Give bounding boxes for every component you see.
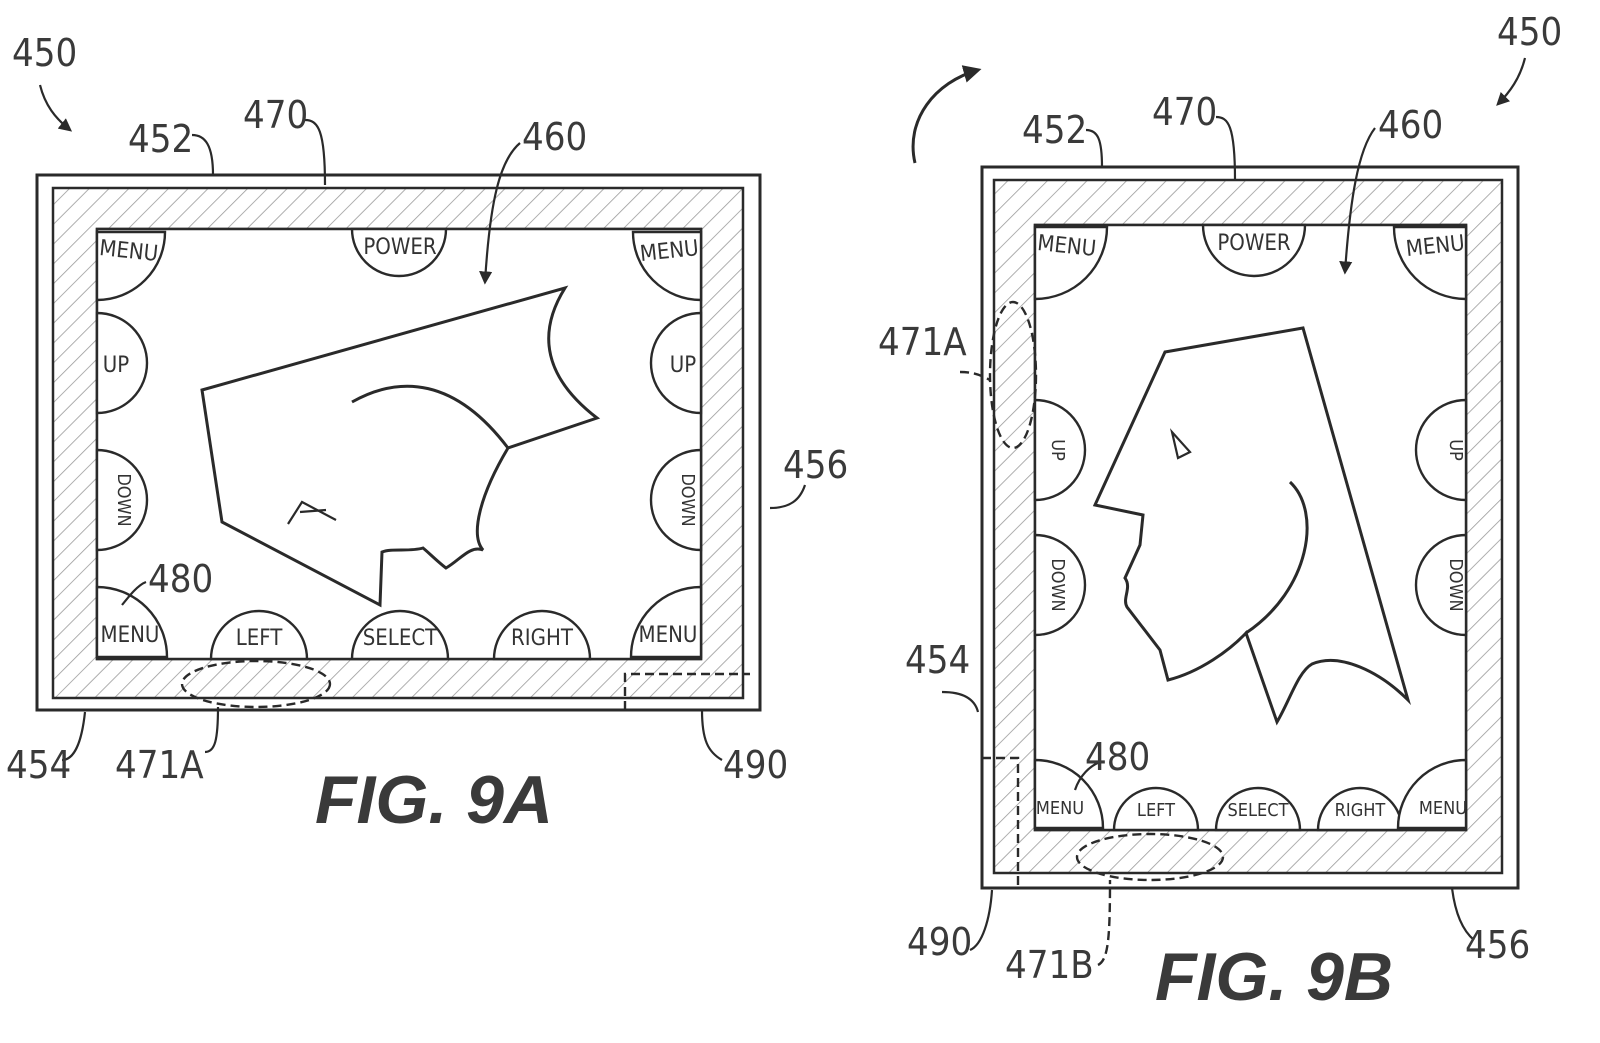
menu-button-top-right[interactable] bbox=[631, 230, 703, 302]
up-button-left[interactable] bbox=[1033, 398, 1087, 502]
ref-471b: 471B bbox=[1005, 943, 1094, 987]
ref-490: 490 bbox=[723, 743, 788, 787]
menu-button-top-right[interactable] bbox=[1392, 225, 1468, 301]
figure-9a: MENU POWER MENU UP UP DOWN DOWN MENU LEF… bbox=[6, 31, 848, 838]
up-button-right[interactable] bbox=[1414, 398, 1468, 502]
up-button-right[interactable] bbox=[649, 311, 703, 415]
ref-450: 450 bbox=[12, 31, 77, 75]
ref-452: 452 bbox=[128, 117, 193, 161]
ref-454: 454 bbox=[6, 743, 71, 787]
ref-471a: 471A bbox=[115, 743, 204, 787]
menu-label-bottom-left: MENU bbox=[1036, 798, 1084, 819]
down-label-right: DOWN bbox=[1445, 558, 1466, 611]
menu-label-top-left: MENU bbox=[98, 236, 159, 267]
grip-region-471a bbox=[180, 659, 332, 709]
grip-region-471a bbox=[988, 300, 1038, 450]
down-button-right[interactable] bbox=[1414, 533, 1468, 637]
up-label-right: UP bbox=[1445, 439, 1466, 461]
down-label-left: DOWN bbox=[1047, 558, 1068, 611]
menu-button-bottom-left[interactable] bbox=[95, 585, 169, 659]
right-button[interactable] bbox=[492, 609, 592, 661]
region-490-outline bbox=[623, 672, 750, 710]
ref-470: 470 bbox=[1152, 90, 1217, 134]
left-button[interactable] bbox=[1112, 786, 1200, 832]
menu-button-bottom-left[interactable] bbox=[1033, 758, 1105, 830]
ref-460: 460 bbox=[1378, 103, 1443, 147]
select-label: SELECT bbox=[363, 626, 438, 651]
power-label: POWER bbox=[363, 235, 437, 260]
ref-470: 470 bbox=[243, 93, 308, 137]
ref-456: 456 bbox=[1465, 923, 1530, 967]
figure-9b: MENU POWER MENU UP UP DOWN DOWN MENU LEF… bbox=[878, 10, 1562, 1015]
menu-label-bottom-right: MENU bbox=[1419, 798, 1467, 819]
ref-460: 460 bbox=[522, 115, 587, 159]
ref-452: 452 bbox=[1022, 108, 1087, 152]
select-button[interactable] bbox=[350, 609, 450, 661]
menu-label-top-left: MENU bbox=[1036, 231, 1097, 262]
menu-label-bottom-left: MENU bbox=[101, 623, 160, 648]
down-label-left: DOWN bbox=[113, 473, 134, 526]
menu-button-top-left[interactable] bbox=[95, 230, 167, 302]
housing-outline bbox=[980, 165, 1520, 890]
menu-label-bottom-right: MENU bbox=[639, 623, 698, 648]
rotation-arrow-icon bbox=[911, 65, 982, 164]
power-button[interactable] bbox=[1201, 223, 1307, 278]
ref-450: 450 bbox=[1497, 10, 1562, 54]
up-label-left: UP bbox=[103, 353, 129, 378]
housing-outline bbox=[35, 173, 762, 712]
up-label-right: UP bbox=[670, 353, 696, 378]
select-button[interactable] bbox=[1214, 786, 1302, 832]
menu-button-bottom-right[interactable] bbox=[629, 585, 703, 659]
down-label-right: DOWN bbox=[677, 473, 698, 526]
ref-454: 454 bbox=[905, 638, 970, 682]
ref-471a: 471A bbox=[878, 320, 967, 364]
left-label: LEFT bbox=[1137, 800, 1175, 821]
left-button[interactable] bbox=[209, 609, 309, 661]
display-screen bbox=[95, 227, 703, 661]
down-button-left[interactable] bbox=[1033, 533, 1087, 637]
power-button[interactable] bbox=[350, 227, 448, 278]
region-490-outline bbox=[982, 756, 1020, 888]
up-button-left[interactable] bbox=[95, 311, 149, 415]
down-button-right[interactable] bbox=[649, 448, 703, 552]
left-label: LEFT bbox=[236, 626, 284, 651]
menu-button-bottom-right[interactable] bbox=[1396, 758, 1468, 830]
display-screen bbox=[1033, 223, 1468, 832]
menu-label-top-right: MENU bbox=[639, 236, 700, 267]
select-label: SELECT bbox=[1228, 800, 1289, 821]
face-illustration bbox=[1092, 326, 1412, 726]
right-label: RIGHT bbox=[1335, 800, 1386, 821]
grip-region-471b bbox=[1075, 832, 1225, 882]
down-button-left[interactable] bbox=[95, 448, 149, 552]
ref-480: 480 bbox=[1085, 735, 1150, 779]
right-label: RIGHT bbox=[511, 626, 574, 651]
figure-caption-9b: FIG. 9B bbox=[1155, 939, 1393, 1015]
ref-480: 480 bbox=[148, 557, 213, 601]
ref-456: 456 bbox=[783, 443, 848, 487]
menu-button-top-left[interactable] bbox=[1033, 225, 1109, 301]
figure-caption-9a: FIG. 9A bbox=[315, 762, 553, 838]
up-label-left: UP bbox=[1047, 439, 1068, 461]
menu-label-top-right: MENU bbox=[1405, 231, 1466, 262]
power-label: POWER bbox=[1217, 231, 1291, 256]
face-illustration bbox=[200, 285, 601, 608]
ref-490: 490 bbox=[907, 920, 972, 964]
